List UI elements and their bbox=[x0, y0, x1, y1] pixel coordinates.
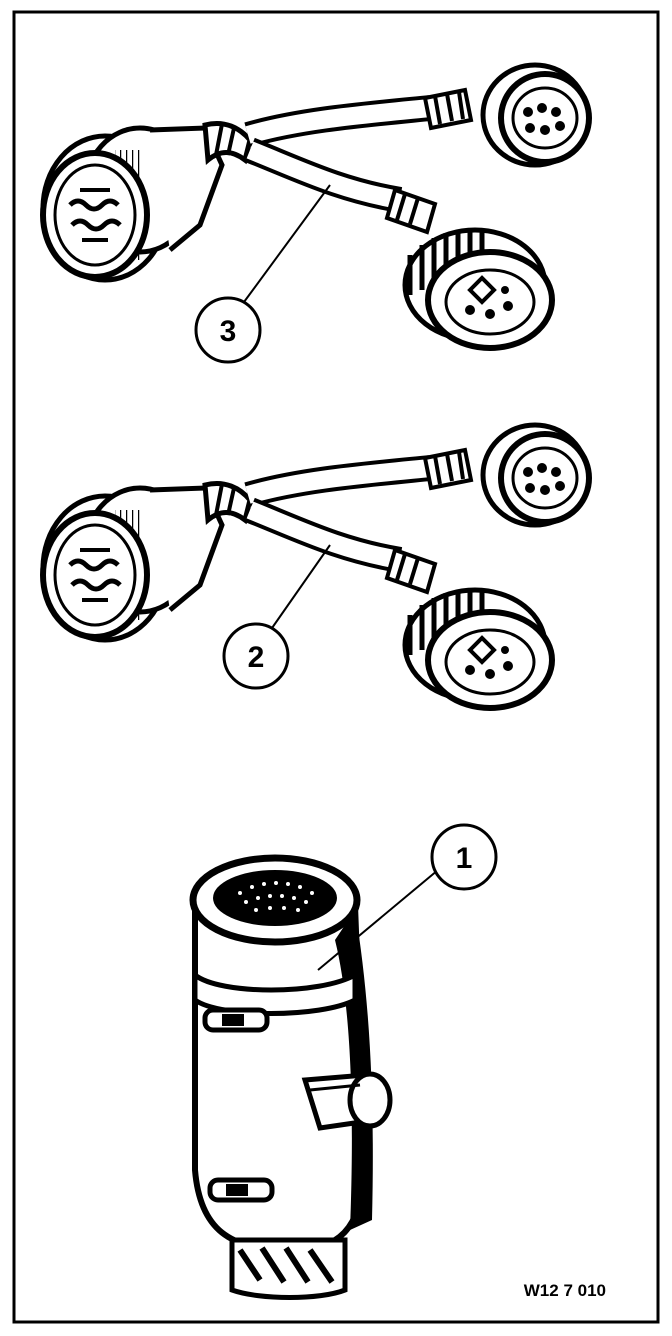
adapter-threaded-base bbox=[229, 1237, 348, 1300]
leader-line-1 bbox=[317, 869, 439, 971]
callout-number-2: 2 bbox=[248, 641, 265, 674]
callout-number-3: 3 bbox=[220, 315, 237, 348]
leader-line-2 bbox=[271, 544, 331, 629]
y-cable-item-3: 3 bbox=[43, 65, 589, 364]
callout-number-1: 1 bbox=[456, 842, 473, 875]
leader-line-3 bbox=[243, 184, 331, 303]
callout-circle-2 bbox=[222, 622, 290, 690]
y-cable-item-2: 2 bbox=[43, 425, 589, 708]
figure-reference-code: W12 7 010 bbox=[524, 1281, 606, 1300]
adapter-pin-holes bbox=[238, 881, 314, 912]
callout-circle-3 bbox=[194, 296, 262, 364]
adapter-item-1: 1 bbox=[189, 823, 498, 1300]
adapter-pin-field bbox=[213, 870, 337, 926]
adapter-locking-knob bbox=[301, 1071, 393, 1131]
callout-circle-1 bbox=[430, 823, 498, 891]
